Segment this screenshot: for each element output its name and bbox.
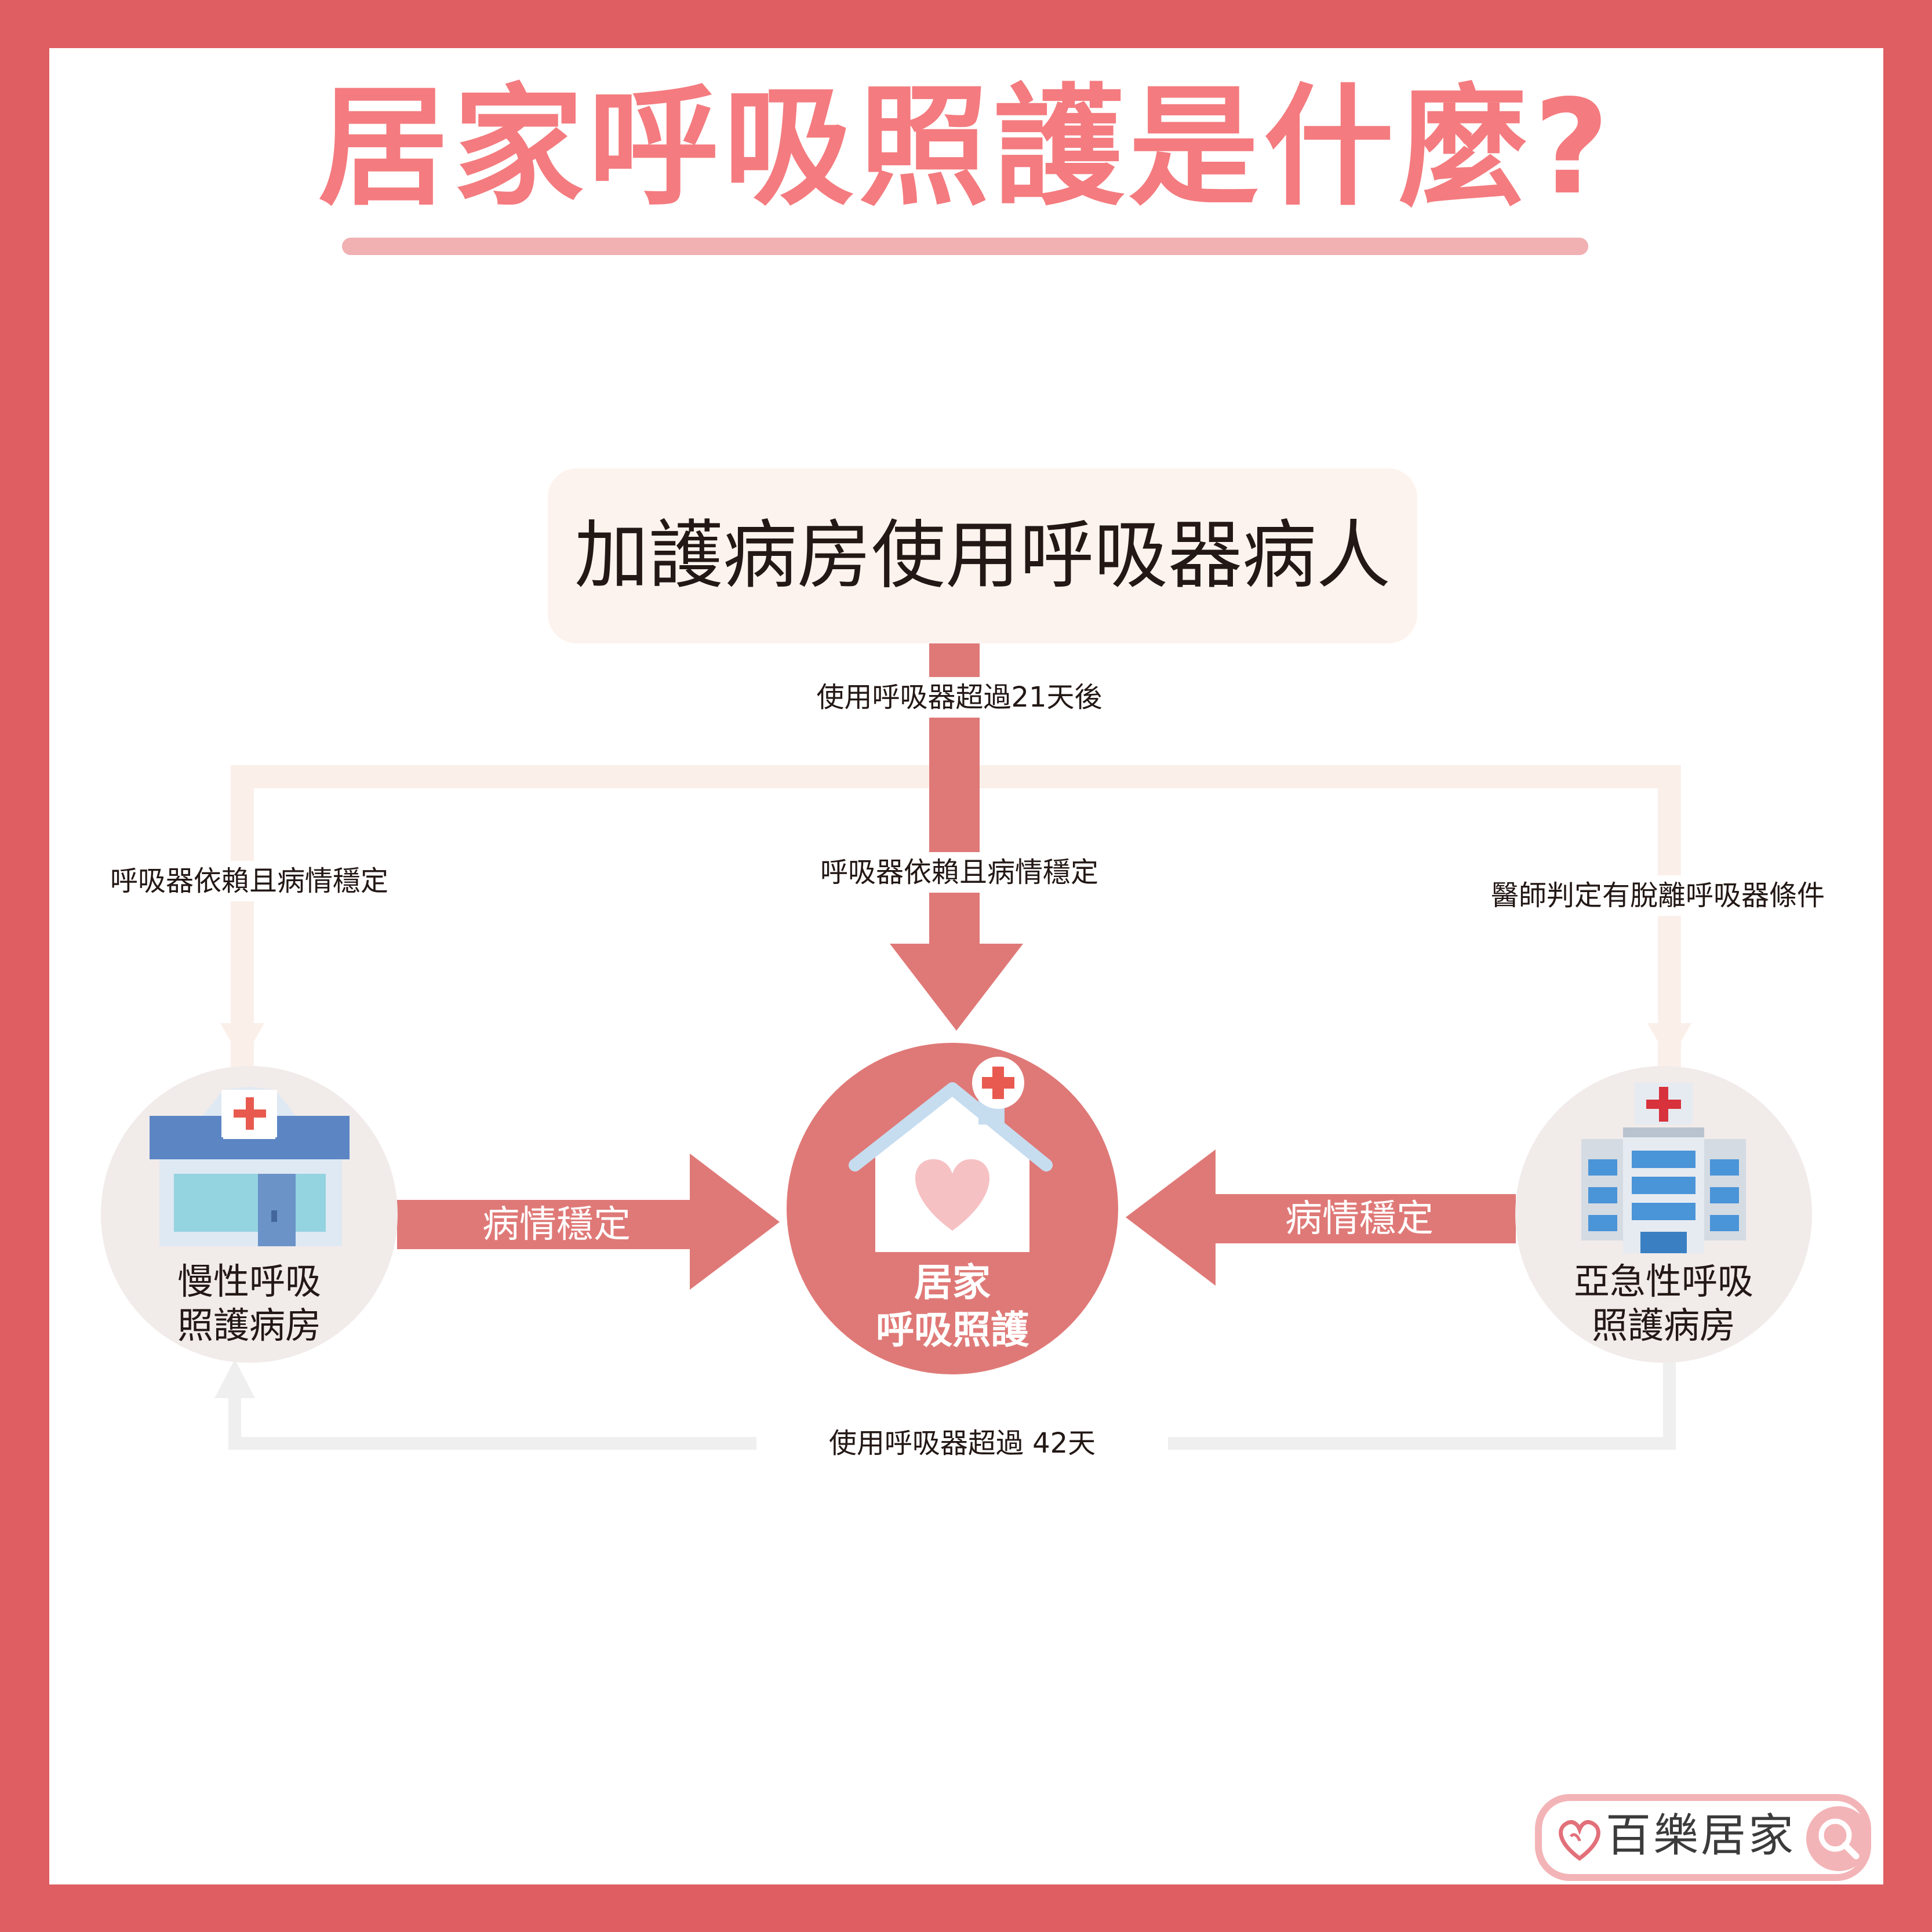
subacute-node-line2: 照護病房 [1591, 1304, 1735, 1347]
edge-label-right-to-home: 病情穩定 [1285, 1198, 1433, 1240]
right-branch-arrowhead [1647, 1023, 1691, 1062]
edge-label-left-to-home: 病情穩定 [482, 1203, 631, 1246]
edge-label-weaning-condition: 醫師判定有脫離呼吸器條件 [1472, 875, 1843, 916]
down-arrow-head [890, 944, 1023, 1031]
edge-label-over-21-days: 使用呼吸器超過21天後 [809, 677, 1110, 718]
right-arrow-head [1126, 1149, 1216, 1286]
search-icon[interactable] [1804, 1803, 1873, 1875]
left-branch-arrowhead [220, 1023, 264, 1062]
home-icon [849, 1057, 1053, 1252]
left-arrow-head [690, 1154, 780, 1290]
home-node-line2: 呼吸照護 [876, 1308, 1029, 1352]
brand-name: 百樂居家 [1606, 1810, 1796, 1862]
brand-heart-icon [1559, 1820, 1600, 1861]
bottom-loop-arrowhead [214, 1359, 255, 1398]
subacute-node-label: 亞急性呼吸 照護病房 [1530, 1260, 1797, 1348]
chronic-node-line2: 照護病房 [177, 1304, 321, 1347]
right-arrow-shaft [1214, 1194, 1516, 1243]
clinic-building-icon [150, 1087, 350, 1246]
edge-label-left-stable: 呼吸器依賴且病情穩定 [99, 861, 400, 901]
left-arrow-shaft [397, 1200, 693, 1249]
icu-patient-label: 加護病房使用呼吸器病人 [574, 512, 1391, 599]
chronic-node-label: 慢性呼吸 照護病房 [133, 1260, 365, 1348]
home-node-line1: 居家 [914, 1260, 991, 1305]
home-node-label: 居家 呼吸照護 [819, 1259, 1086, 1354]
hospital-building-icon [1581, 1083, 1746, 1253]
title-underline [342, 238, 1588, 255]
chronic-node-line1: 慢性呼吸 [177, 1260, 321, 1302]
edge-label-over-42-days: 使用呼吸器超過 42天 [756, 1423, 1168, 1464]
subacute-node-line1: 亞急性呼吸 [1573, 1260, 1753, 1302]
edge-label-center-stable: 呼吸器依賴且病情穩定 [809, 852, 1110, 893]
page-title: 居家呼吸照護是什麼? [318, 72, 1614, 224]
icu-patient-box [548, 468, 1417, 643]
